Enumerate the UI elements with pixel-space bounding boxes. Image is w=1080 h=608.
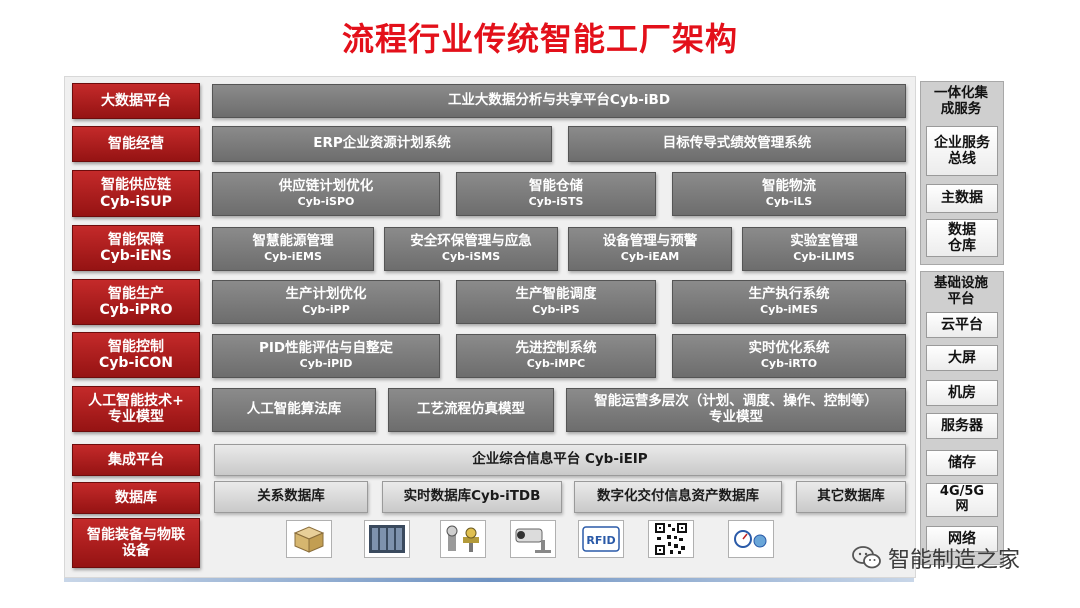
- watermark: 智能制造之家: [852, 540, 1020, 576]
- box-title: 关系数据库: [257, 489, 325, 505]
- side-item-esb: 企业服务 总线: [926, 126, 998, 176]
- relational-db-box: 关系数据库: [214, 481, 368, 513]
- smart-logistics-box: 智能物流 Cyb-iLS: [672, 172, 906, 216]
- side-item-big-screen: 大屏: [926, 345, 998, 371]
- row-label-database: 数据库: [72, 482, 200, 514]
- box-title: 智能仓储: [529, 179, 583, 195]
- box-code: Cyb-iEAM: [621, 251, 679, 264]
- page-title: 流程行业传统智能工厂架构: [0, 14, 1080, 60]
- box-code: Cyb-iPS: [532, 304, 579, 317]
- box-title: 智慧能源管理: [253, 234, 334, 250]
- side-item-server: 服务器: [926, 413, 998, 439]
- advanced-control-box: 先进控制系统 Cyb-iMPC: [456, 334, 656, 378]
- camera-icon: [510, 520, 556, 558]
- box-code: Cyb-iLS: [766, 196, 812, 209]
- box-title: 工业大数据分析与共享平台Cyb-iBD: [448, 93, 670, 109]
- wechat-icon: [852, 545, 882, 571]
- side-item-master-data: 主数据: [926, 184, 998, 213]
- box-code: Cyb-iSTS: [529, 196, 584, 209]
- box-title: 目标传导式绩效管理系统: [663, 136, 812, 152]
- erp-system-box: ERP企业资源计划系统: [212, 126, 552, 162]
- box-title: 实验室管理: [790, 234, 858, 250]
- smart-warehouse-box: 智能仓储 Cyb-iSTS: [456, 172, 656, 216]
- row-label-con: 智能控制 Cyb-iCON: [72, 332, 200, 378]
- side-item-data-warehouse: 数据 仓库: [926, 219, 998, 257]
- performance-system-box: 目标传导式绩效管理系统: [568, 126, 906, 162]
- lab-mgmt-box: 实验室管理 Cyb-iLIMS: [742, 227, 906, 271]
- infrastructure-header: 基础设施 平台: [922, 273, 1000, 311]
- box-title: 生产智能调度: [516, 287, 597, 303]
- safety-env-box: 安全环保管理与应急 Cyb-iSMS: [384, 227, 558, 271]
- side-item-server-room: 机房: [926, 380, 998, 406]
- production-schedule-box: 生产智能调度 Cyb-iPS: [456, 280, 656, 324]
- side-item-4g5g: 4G/5G 网: [926, 483, 998, 517]
- row-label-equipment: 智能装备与物联 设备: [72, 518, 200, 568]
- ai-algorithm-box: 人工智能算法库: [212, 388, 376, 432]
- digital-asset-db-box: 数字化交付信息资产数据库: [574, 481, 782, 513]
- integration-services-header: 一体化集 成服务: [922, 83, 1000, 121]
- box-code: Cyb-iPID: [300, 358, 353, 371]
- operation-model-box: 智能运营多层次（计划、调度、操作、控制等） 专业模型: [566, 388, 906, 432]
- energy-mgmt-box: 智慧能源管理 Cyb-iEMS: [212, 227, 374, 271]
- valve-instruments-icon: [440, 520, 486, 558]
- bottom-divider: [64, 578, 914, 582]
- package-icon: [286, 520, 332, 558]
- mes-box: 生产执行系统 Cyb-iMES: [672, 280, 906, 324]
- box-title: 实时优化系统: [749, 341, 830, 357]
- gauge-sensor-icon: [728, 520, 774, 558]
- pid-box: PID性能评估与自整定 Cyb-iPID: [212, 334, 440, 378]
- box-title: 实时数据库Cyb-iTDB: [404, 489, 541, 505]
- box-code: Cyb-iSMS: [442, 251, 500, 264]
- qr-code-icon: [648, 520, 694, 558]
- box-title: 其它数据库: [817, 489, 885, 505]
- box-code: Cyb-iEMS: [264, 251, 322, 264]
- row-label-ai: 人工智能技术+ 专业模型: [72, 386, 200, 432]
- box-title: ERP企业资源计划系统: [313, 136, 451, 152]
- watermark-text: 智能制造之家: [888, 542, 1020, 574]
- box-title: 生产计划优化: [286, 287, 367, 303]
- realtime-db-box: 实时数据库Cyb-iTDB: [382, 481, 562, 513]
- equipment-mgmt-box: 设备管理与预警 Cyb-iEAM: [568, 227, 732, 271]
- box-title: 数字化交付信息资产数据库: [597, 489, 759, 505]
- box-title: 智能物流: [762, 179, 816, 195]
- box-code: Cyb-iRTO: [761, 358, 817, 371]
- box-title: 供应链计划优化: [279, 179, 374, 195]
- process-simulation-box: 工艺流程仿真模型: [388, 388, 554, 432]
- box-title: 设备管理与预警: [603, 234, 698, 250]
- box-title: 企业综合信息平台 Cyb-iEIP: [472, 452, 647, 468]
- row-label-integration: 集成平台: [72, 444, 200, 476]
- rto-box: 实时优化系统 Cyb-iRTO: [672, 334, 906, 378]
- box-title: 先进控制系统: [516, 341, 597, 357]
- box-title: 安全环保管理与应急: [410, 234, 532, 250]
- box-code: Cyb-iPP: [302, 304, 350, 317]
- row-label-ens: 智能保障 Cyb-iENS: [72, 225, 200, 271]
- row-label-supply-chain: 智能供应链 Cyb-iSUP: [72, 170, 200, 217]
- box-title: PID性能评估与自整定: [259, 341, 393, 357]
- row-label-operation: 智能经营: [72, 126, 200, 162]
- row-label-pro: 智能生产 Cyb-iPRO: [72, 279, 200, 325]
- side-item-cloud: 云平台: [926, 312, 998, 338]
- box-code: Cyb-iSPO: [298, 196, 355, 209]
- eip-platform-box: 企业综合信息平台 Cyb-iEIP: [214, 444, 906, 476]
- box-title: 工艺流程仿真模型: [417, 402, 525, 418]
- supply-plan-box: 供应链计划优化 Cyb-iSPO: [212, 172, 440, 216]
- box-title: 智能运营多层次（计划、调度、操作、控制等） 专业模型: [594, 394, 878, 425]
- box-title: 人工智能算法库: [247, 402, 342, 418]
- side-item-storage: 储存: [926, 450, 998, 476]
- bigdata-platform-box: 工业大数据分析与共享平台Cyb-iBD: [212, 84, 906, 118]
- box-title: 生产执行系统: [749, 287, 830, 303]
- rfid-tag-icon: RFID: [578, 520, 624, 558]
- other-db-box: 其它数据库: [796, 481, 906, 513]
- box-code: Cyb-iLIMS: [793, 251, 854, 264]
- box-code: Cyb-iMPC: [527, 358, 586, 371]
- rfid-text: RFID: [586, 534, 615, 547]
- row-label-bigdata: 大数据平台: [72, 83, 200, 119]
- control-cabinet-icon: [364, 520, 410, 558]
- production-plan-box: 生产计划优化 Cyb-iPP: [212, 280, 440, 324]
- box-code: Cyb-iMES: [760, 304, 818, 317]
